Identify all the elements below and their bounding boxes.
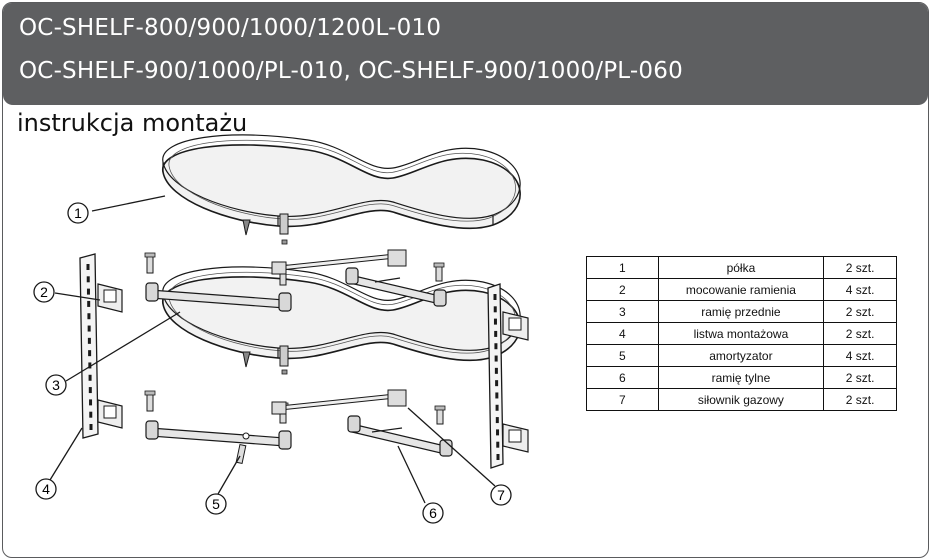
part-name-cell: siłownik gazowy (657, 388, 825, 411)
rail-hole (86, 288, 90, 295)
part-number-cell: 2 (586, 278, 659, 301)
part-number-cell: 6 (586, 366, 659, 389)
rail-hole (495, 417, 499, 424)
part-quantity-cell: 4 szt. (823, 278, 897, 301)
arm-mount-left-lower (97, 399, 123, 429)
arm-mount-right-upper (502, 311, 529, 341)
callout-7: 7 (490, 484, 512, 506)
part-name-cell: amortyzator (657, 344, 825, 367)
rail-hole (88, 374, 92, 381)
callout-3-label: 3 (52, 377, 60, 393)
part-quantity-cell: 2 szt. (823, 322, 897, 345)
part-name-cell: ramię tylne (657, 366, 825, 389)
callout-3: 3 (45, 374, 67, 396)
rail-hole (89, 411, 93, 418)
part-name-cell: ramię przednie (657, 300, 825, 323)
model-codes-line-2: OC-SHELF-900/1000/PL-010, OC-SHELF-900/1… (19, 58, 683, 84)
part-number-cell: 7 (586, 388, 659, 411)
callout-5: 5 (205, 493, 227, 515)
rear-arm-upper (345, 262, 447, 307)
rail-hole (496, 429, 500, 436)
rail-hole (494, 330, 498, 337)
arm-mount-right-lower (502, 423, 529, 453)
callout-4-label: 4 (42, 481, 50, 497)
rail-hole (496, 454, 500, 460)
rail-hole (87, 325, 91, 332)
rail-hole (89, 399, 93, 406)
rail-hole (496, 441, 500, 448)
callout-7-label: 7 (497, 487, 505, 503)
callout-2: 2 (33, 281, 55, 303)
rail-hole (88, 350, 92, 357)
rail-hole (88, 387, 92, 394)
rail-hole (86, 276, 90, 283)
gas-spring-lower (271, 389, 407, 415)
rail-hole (88, 362, 92, 369)
rail-hole (495, 380, 499, 387)
part-quantity-cell: 4 szt. (823, 344, 897, 367)
callout-6: 6 (422, 502, 444, 524)
part-quantity-cell: 2 szt. (823, 256, 897, 279)
part-number-cell: 3 (586, 300, 659, 323)
rail-hole (494, 343, 498, 350)
callout-5-label: 5 (212, 496, 220, 512)
arm-mount-left-upper (97, 283, 123, 313)
page-subtitle: instrukcja montażu (17, 109, 248, 137)
part-quantity-cell: 2 szt. (823, 300, 897, 323)
leader-lines (49, 195, 496, 504)
mounting-rail-right (487, 283, 504, 469)
rail-hole (87, 337, 91, 344)
front-arm-lower (144, 390, 292, 450)
shelf-top (161, 134, 521, 245)
part-number-cell: 5 (586, 344, 659, 367)
rail-hole (495, 404, 499, 411)
gas-spring-upper (271, 249, 407, 275)
callout-6-label: 6 (429, 505, 437, 521)
part-quantity-cell: 2 szt. (823, 388, 897, 411)
mounting-rail-left (79, 253, 99, 439)
rail-hole (87, 313, 91, 320)
rail-hole (493, 306, 497, 313)
rail-hole (495, 392, 499, 399)
callout-1: 1 (67, 202, 89, 224)
rail-hole (493, 318, 497, 325)
front-arm-upper (144, 252, 292, 312)
rail-hole (494, 355, 498, 362)
rail-hole (87, 300, 91, 307)
rail-holes-right (493, 294, 500, 460)
part-number-cell: 4 (586, 322, 659, 345)
header-bar: OC-SHELF-800/900/1000/1200L-010 OC-SHELF… (3, 3, 928, 105)
part-name-cell: półka (657, 256, 825, 279)
part-name-cell: listwa montażowa (657, 322, 825, 345)
part-quantity-cell: 2 szt. (823, 366, 897, 389)
part-number-cell: 1 (586, 256, 659, 279)
callout-2-label: 2 (40, 284, 48, 300)
rail-hole (493, 294, 497, 300)
rail-hole (494, 367, 498, 374)
rail-hole (89, 424, 93, 430)
part-name-cell: mocowanie ramienia (657, 278, 825, 301)
rail-hole (86, 264, 90, 270)
model-codes-line-1: OC-SHELF-800/900/1000/1200L-010 (19, 15, 442, 41)
callout-1-label: 1 (74, 205, 82, 221)
rear-arm-lower (347, 405, 453, 457)
shelf-bottom (161, 266, 521, 375)
rail-holes-left (86, 264, 93, 430)
callout-4: 4 (35, 478, 57, 500)
